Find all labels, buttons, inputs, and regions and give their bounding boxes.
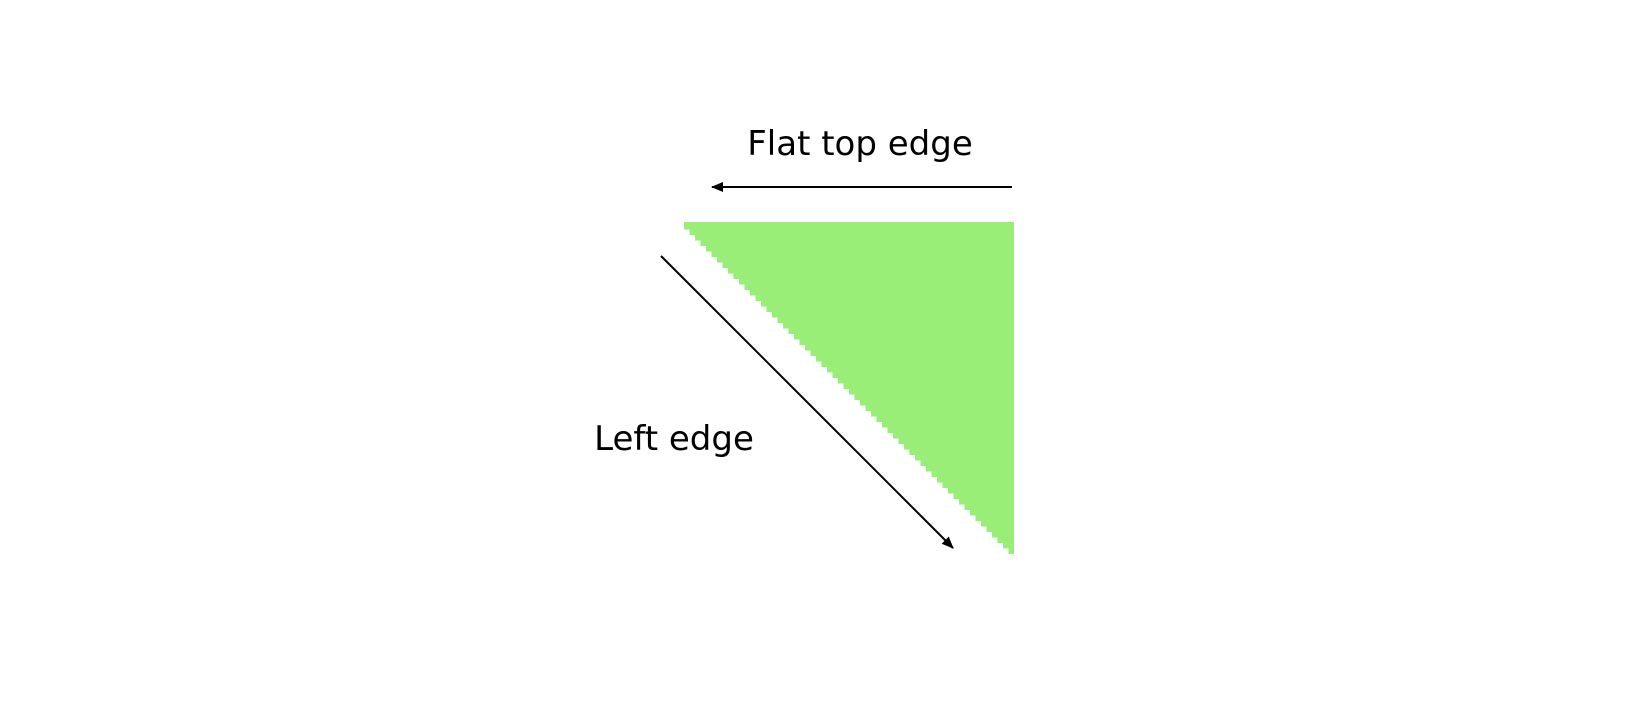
left-edge-arrow: [660, 255, 954, 549]
left-edge-label: Left edge: [594, 419, 754, 459]
green-triangle: [684, 222, 1014, 554]
top-edge-label: Flat top edge: [747, 124, 973, 164]
